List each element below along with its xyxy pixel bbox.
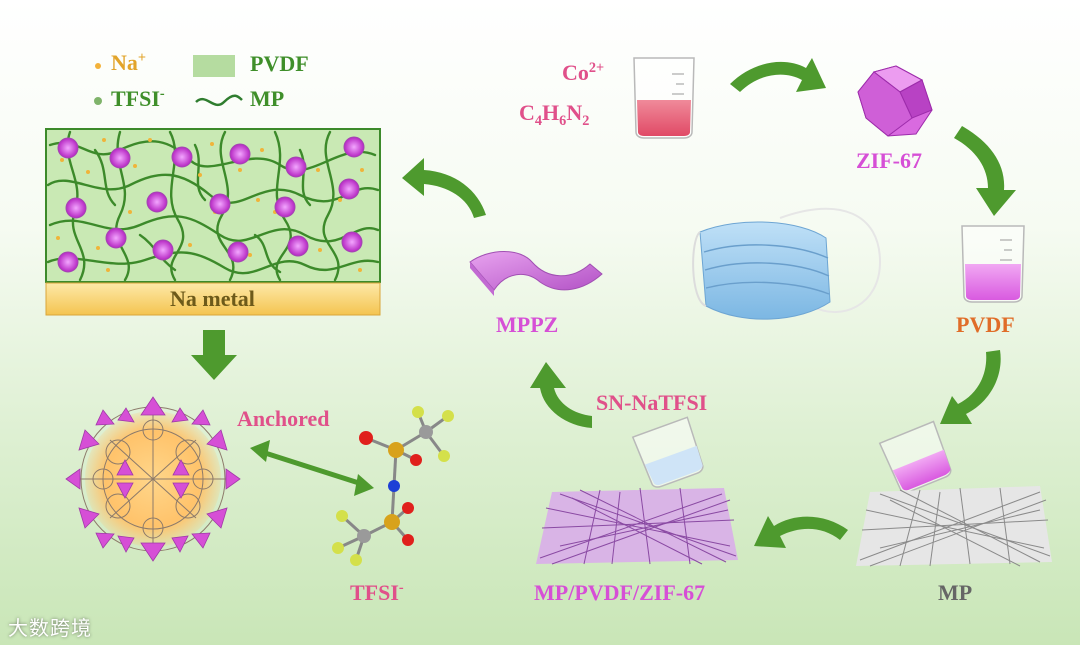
zif67-particles [57,136,365,273]
legend-tfsi-label: TFSI- [111,86,165,111]
na-metal-layer [45,282,381,316]
zif67-crystal [857,65,933,137]
pvdf-to-mp-arrow [940,350,1001,424]
precursor-beaker [633,57,695,139]
mp-to-composite-arrow [754,516,848,548]
co-tetrahedra [65,396,241,562]
anchored-double-arrow [250,440,374,496]
pvdf-label: PVDF [956,312,1015,337]
zif-to-pvdf-arrow [954,126,1016,216]
mp-label: MP [938,580,973,605]
co-ion-label: Co2+ [562,60,605,85]
tfsi-legend-dot [94,97,102,105]
mppz-to-electrolyte-arrow [402,158,486,218]
legend-mp-label: MP [250,86,285,111]
legend-pvdf-label: PVDF [250,51,309,76]
electrolyte-block [45,128,381,316]
tfsi-molecule-label: TFSI- [350,580,404,605]
down-arrow [191,330,237,380]
face-mask [692,207,882,320]
mp-legend-line [195,94,243,107]
sn-natfsi-label: SN-NaTFSI [596,390,708,415]
mp-fiber-mat [856,486,1052,567]
mppz-sheet [469,251,603,291]
beaker-to-zif-arrow [730,58,826,92]
composite-label: MP/PVDF/ZIF-67 [534,580,706,605]
methylimidazole-formula: C4H6N2 [519,100,590,129]
pvdf-legend-swatch [193,55,235,77]
anchored-mof-structure [65,396,241,562]
composite-to-mppz-arrow [530,362,592,428]
composite-pouring-beaker [631,416,704,488]
anchored-label: Anchored [237,406,330,431]
pvdf-beaker [961,225,1025,303]
tfsi-molecule [332,406,454,566]
zif67-label: ZIF-67 [856,148,922,173]
mppz-label: MPPZ [496,312,559,337]
mof-framework [80,405,226,553]
legend [94,55,243,107]
mp-pouring-beaker [878,420,952,494]
legend-na-label: Na+ [111,50,147,75]
na-metal-label: Na metal [170,286,255,311]
composite-fiber-mat [536,487,738,565]
watermark: 大数跨境 [8,616,92,640]
na-ion-dots [56,138,364,272]
na-ion-legend-dot [95,63,101,69]
